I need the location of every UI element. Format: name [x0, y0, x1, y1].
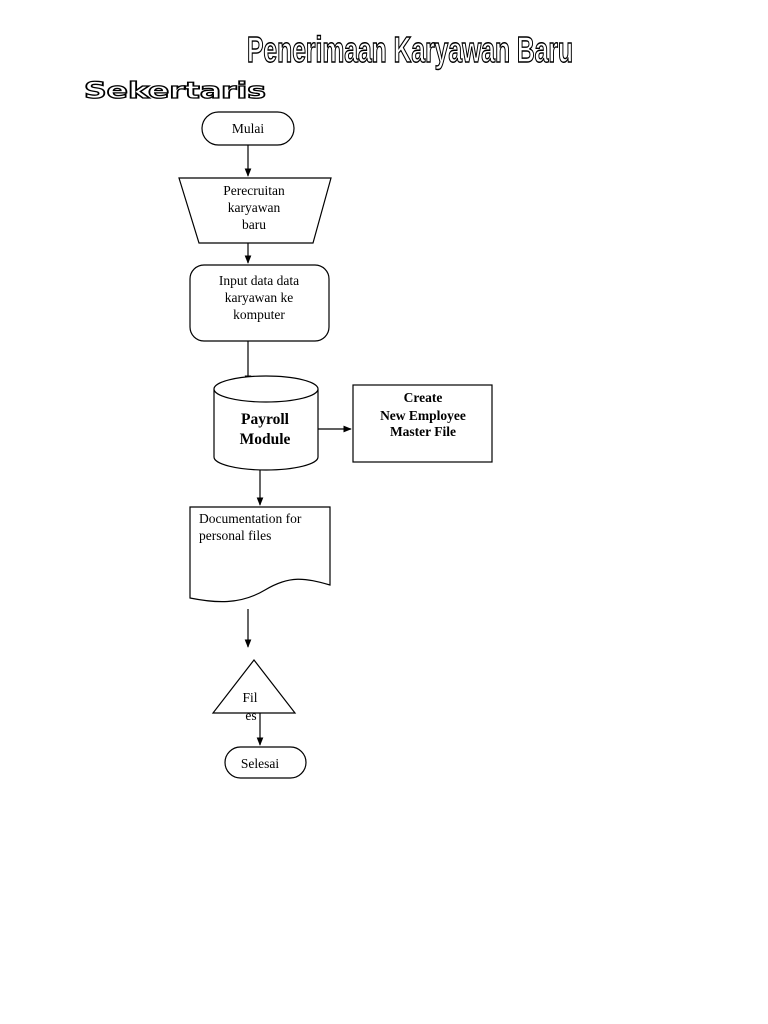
files-label-line-1: Fil [242, 690, 257, 705]
input-label-line-1: Input data data [219, 273, 299, 288]
payroll-label-line-1: Payroll [241, 411, 290, 428]
files-label-line-2: es [245, 708, 256, 723]
create-label-line-3: Master File [390, 424, 456, 439]
start-label: Mulai [232, 121, 264, 136]
create-label-line-1: Create [404, 390, 443, 405]
end-node: Selesai [224, 746, 307, 779]
input-label-line-3: komputer [233, 307, 285, 322]
documentation-label-line-2: personal files [199, 528, 271, 543]
create-label-line-2: New Employee [380, 408, 466, 423]
recruit-label-line-3: baru [242, 217, 266, 232]
input-node: Input data data karyawan ke komputer [189, 264, 330, 342]
start-node: Mulai [201, 111, 295, 146]
input-label-line-2: karyawan ke [225, 290, 294, 305]
recruit-label-line-1: Perecruitan [223, 183, 285, 198]
recruit-node: Perecruitan karyawan baru [178, 177, 332, 244]
recruit-label-line-2: karyawan [228, 200, 281, 215]
section-subtitle: Sekertaris [84, 79, 266, 104]
payroll-node: Payroll Module [213, 375, 319, 471]
end-label: Selesai [241, 756, 279, 771]
documentation-label-line-1: Documentation for [199, 511, 302, 526]
payroll-label-line-2: Module [240, 431, 291, 448]
page-title: Penerimaan Karyawan Baru [247, 29, 573, 70]
files-node: Fil es [211, 659, 297, 723]
documentation-node: Documentation for personal files [189, 506, 331, 603]
create-node: Create New Employee Master File [352, 384, 493, 463]
